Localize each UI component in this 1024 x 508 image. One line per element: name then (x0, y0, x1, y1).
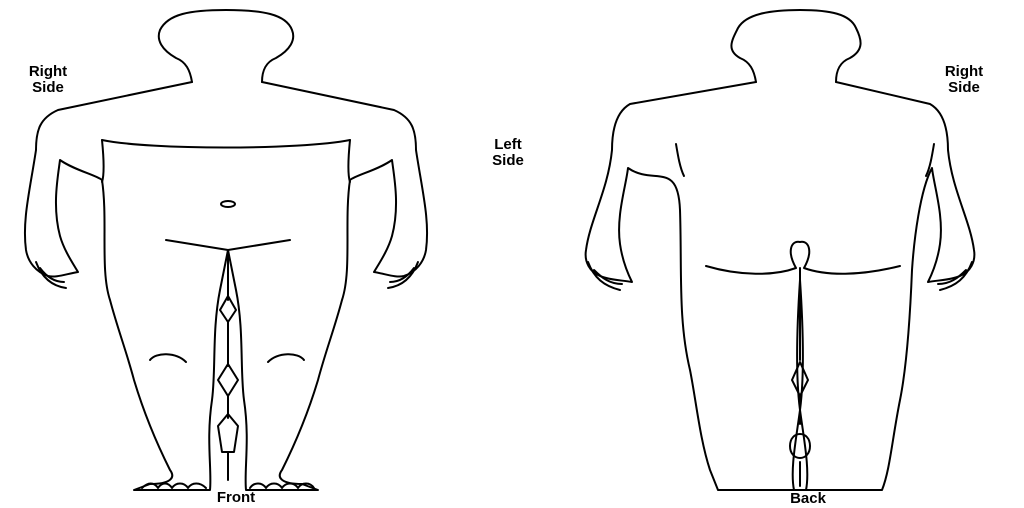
back-hand-left (588, 262, 622, 290)
back-buttocks (706, 242, 900, 274)
front-armpit-left (102, 140, 104, 182)
back-leg-split (790, 268, 810, 486)
front-caption: Front (196, 490, 276, 506)
front-body-outline (25, 82, 427, 490)
back-shoulder-left (676, 144, 684, 176)
back-caption: Back (768, 491, 848, 507)
back-right-side-label: Right Side (934, 64, 994, 96)
front-navel (221, 201, 235, 207)
front-toes-left (142, 484, 206, 489)
back-hand-right (938, 262, 972, 290)
front-armpit-right (349, 140, 351, 182)
back-head (731, 10, 860, 82)
front-chest-line (102, 140, 350, 148)
left-side-label: Left Side (478, 137, 538, 169)
front-knee-right (268, 354, 304, 362)
front-right-side-label: Right Side (18, 64, 78, 96)
front-head (159, 10, 293, 82)
front-knee-left (150, 354, 186, 362)
front-hip-line (166, 240, 290, 250)
back-body-outline (586, 82, 975, 490)
